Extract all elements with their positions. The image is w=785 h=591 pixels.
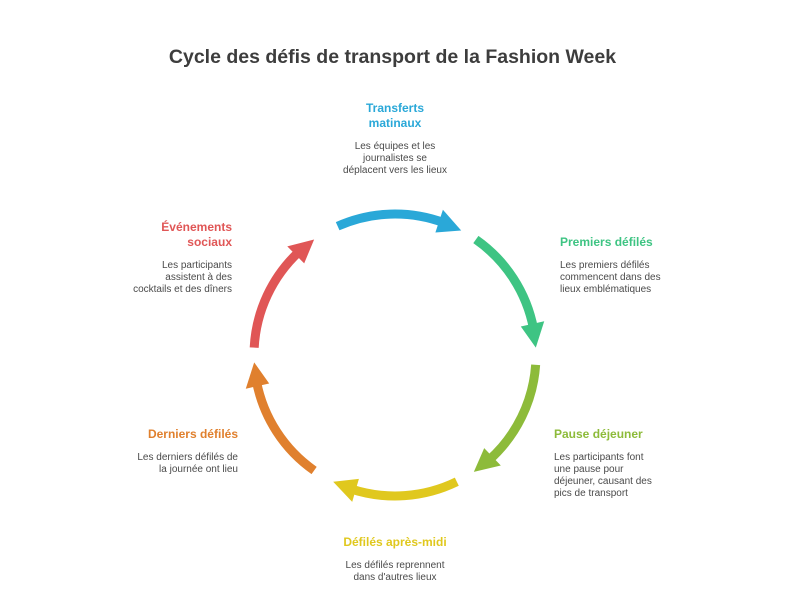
arrow-shaft	[349, 477, 459, 501]
arrow-head	[245, 362, 270, 389]
arrow-lunch-break	[473, 364, 541, 472]
arrow-shaft	[335, 209, 446, 231]
stage-label: Pause déjeuner	[554, 427, 643, 441]
arrow-social-events	[249, 239, 315, 348]
stage-lunch-break: Pause déjeuner Les participants font une…	[554, 427, 724, 500]
stage-label: Événements sociaux	[161, 220, 232, 249]
arrow-head	[435, 209, 462, 233]
arrow-head	[333, 478, 359, 502]
arrow-shaft	[249, 248, 303, 348]
stage-description: Les défilés reprennent dans d'autres lie…	[345, 560, 445, 583]
stage-morning-transfers: Transferts matinaux Les équipes et les j…	[315, 101, 475, 177]
arrow-shaft	[485, 364, 541, 464]
arrow-head	[520, 321, 545, 348]
stage-description: Les premiers défilés commencent dans des…	[560, 260, 661, 295]
arrow-morning-transfers	[335, 209, 462, 233]
stage-first-shows: Premiers défilés Les premiers défilés co…	[560, 235, 730, 296]
stage-last-shows: Derniers défilés Les derniers défilés de…	[68, 427, 238, 476]
stage-description: Les participants assistent à des cocktai…	[133, 260, 232, 295]
arrow-afternoon-shows	[333, 477, 459, 502]
stage-description: Les équipes et les journalistes se dépla…	[343, 141, 447, 176]
diagram-title: Cycle des défis de transport de la Fashi…	[168, 46, 617, 68]
arrow-first-shows	[473, 235, 545, 348]
arrow-shaft	[252, 380, 317, 475]
stage-description: Les derniers défilés de la journée ont l…	[137, 452, 238, 475]
stage-description: Les participants font une pause pour déj…	[554, 452, 652, 499]
stage-label: Transferts matinaux	[365, 101, 425, 130]
stage-afternoon-shows: Défilés après-midi Les défilés reprennen…	[315, 535, 475, 584]
arrow-head	[473, 448, 501, 472]
arrow-shaft	[473, 235, 538, 330]
stage-label: Défilés après-midi	[343, 535, 447, 549]
stage-social-events: Événements sociaux Les participants assi…	[62, 220, 232, 296]
stage-label: Premiers défilés	[560, 235, 653, 249]
arrow-last-shows	[245, 362, 317, 475]
arrow-head	[287, 239, 315, 264]
stage-label: Derniers défilés	[147, 427, 238, 441]
